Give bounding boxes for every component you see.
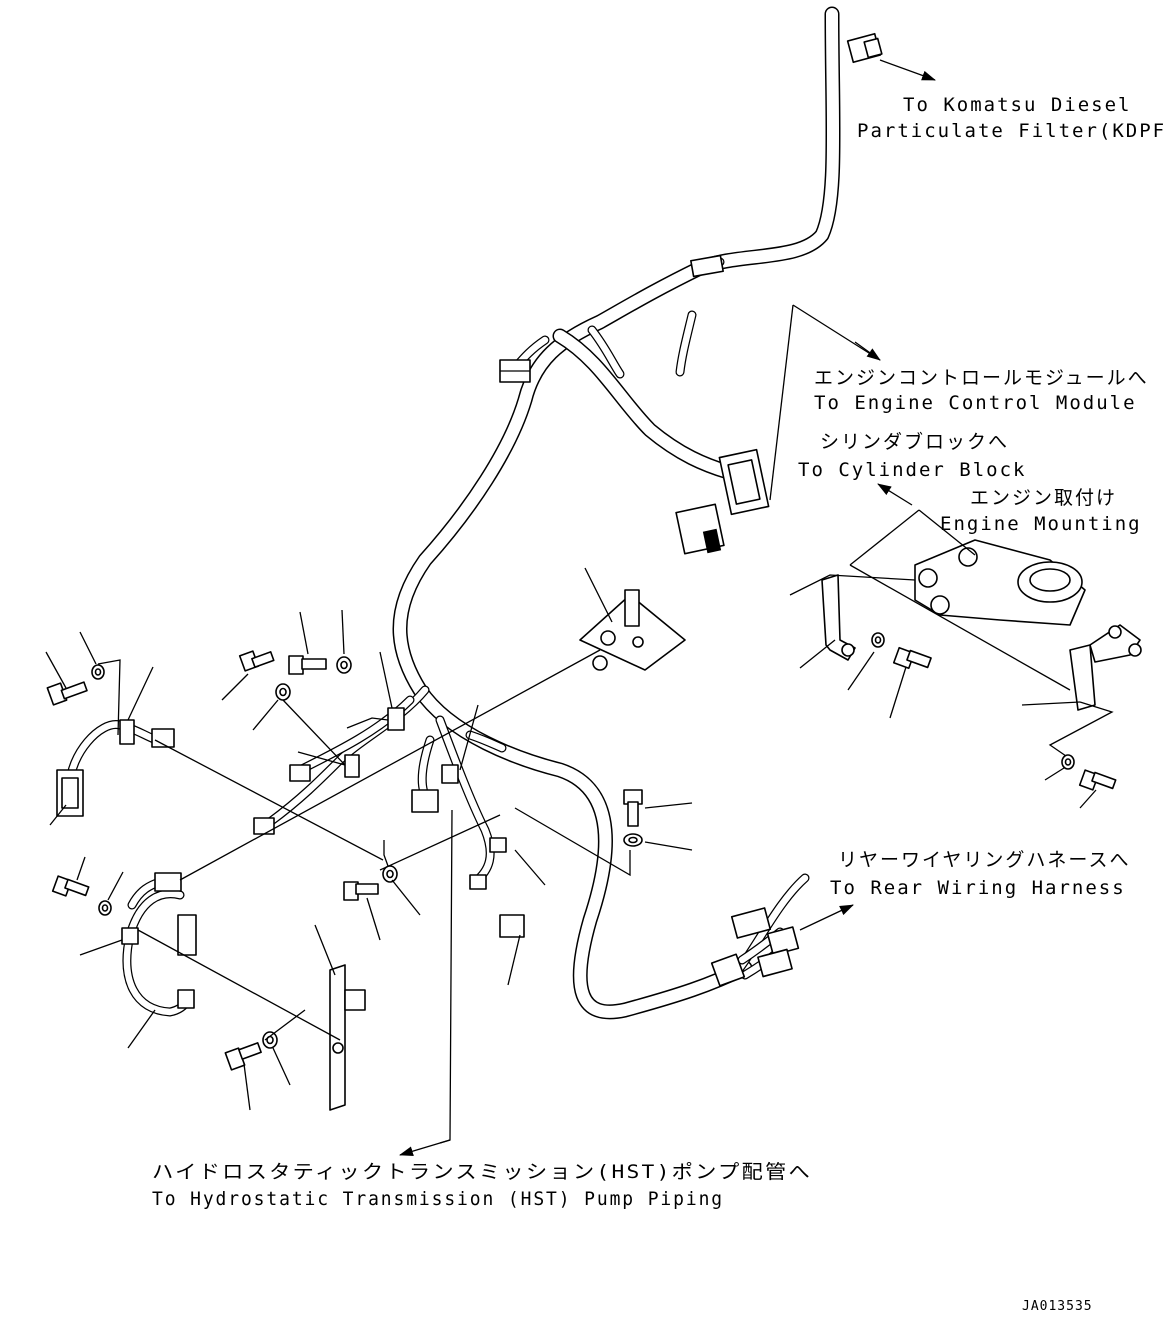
bolt-left-b [51, 875, 90, 897]
rear-label-jp: リヤーワイヤリングハネースへ [838, 849, 1130, 871]
main-harness [392, 6, 841, 1020]
ecm-branch [510, 257, 736, 480]
center-branches [265, 685, 507, 887]
cylinder-label-jp: シリンダブロックへ [820, 430, 1009, 453]
washer-left-b [98, 900, 112, 916]
mount-label-jp: エンジン取付け [970, 487, 1117, 509]
engine-mount-bracket [914, 539, 1086, 626]
washer-center-c [382, 865, 398, 883]
kdpf-label-line1: To Komatsu Diesel [903, 94, 1131, 116]
washer-lower [262, 1031, 278, 1049]
hst-label-en: To Hydrostatic Transmission (HST) Pump P… [152, 1188, 724, 1210]
bolt-left-a [46, 681, 88, 706]
bolt-mount [892, 646, 932, 670]
bolt-lower [224, 1042, 262, 1071]
ecm-label-en: To Engine Control Module [814, 392, 1137, 414]
small-mount-bracket [821, 574, 856, 661]
center-bracket [579, 589, 686, 671]
washer-vertical [623, 833, 643, 847]
direction-arrows [399, 59, 936, 1157]
rear-connectors [710, 907, 800, 987]
washer-center-a [275, 683, 291, 701]
upper-connector [690, 254, 724, 278]
washer-left-a [91, 664, 105, 680]
lower-bracket [329, 964, 366, 1111]
kdpf-label-line2: Particulate Filter(KDPF) [857, 120, 1163, 142]
bolt-center-a [238, 650, 275, 672]
mount-label-en: Engine Mounting [940, 513, 1142, 535]
left-a-connectors [56, 719, 175, 817]
rear-label-en: To Rear Wiring Harness [830, 877, 1126, 899]
leader-lines [45, 304, 1114, 1144]
bolt-center-b [288, 655, 327, 675]
washer-center-b [336, 656, 352, 674]
kdpf-connector [846, 32, 883, 64]
bolt-center-c [343, 881, 379, 901]
left-b-connectors [121, 872, 197, 1009]
washer-right [1061, 754, 1075, 770]
left-upper-connector [499, 359, 531, 383]
ecm-label-jp: エンジンコントロールモジュールへ [814, 367, 1149, 389]
drawing-number: JA013535 [1022, 1299, 1093, 1314]
hst-label-jp: ハイドロスタティックトランスミッション(HST)ポンプ配管へ [152, 1161, 812, 1183]
washer-mount [871, 632, 885, 648]
ecm-connector [675, 448, 770, 555]
right-l-bracket [1069, 624, 1142, 711]
bolt-vertical [623, 789, 643, 827]
center-connectors [253, 707, 525, 938]
cylinder-label-en: To Cylinder Block [798, 459, 1026, 481]
bolt-right [1078, 769, 1117, 791]
